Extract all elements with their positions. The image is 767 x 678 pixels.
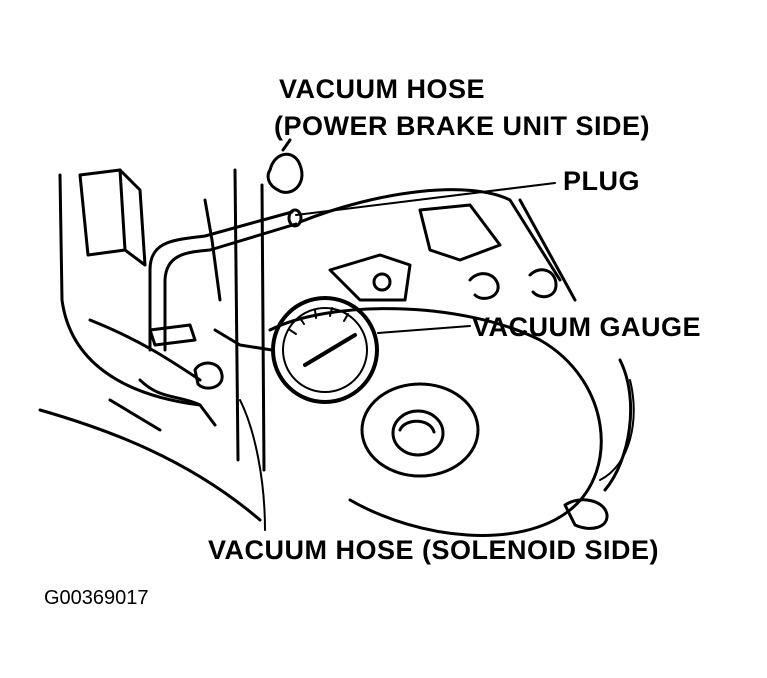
lower-left-hose bbox=[88, 318, 202, 382]
small-bolt bbox=[468, 272, 500, 300]
left-body-outline bbox=[38, 408, 262, 522]
pbu-hose-end-detail bbox=[281, 138, 292, 152]
housing-bracket bbox=[328, 253, 412, 302]
leader-vacuum-gauge bbox=[377, 325, 471, 334]
leader-plug bbox=[295, 182, 556, 216]
housing-top-inner bbox=[418, 203, 502, 262]
left-bracket-side bbox=[118, 168, 147, 267]
bracket-hole bbox=[372, 272, 392, 292]
lower-left-fitting bbox=[148, 323, 197, 347]
plug-cap bbox=[287, 208, 303, 228]
label-vacuum-hose-pbu-line2: (POWER BRAKE UNIT SIDE) bbox=[274, 111, 650, 141]
leader-solenoid bbox=[239, 399, 266, 531]
left-bracket bbox=[78, 168, 127, 257]
left-body-outline-inner bbox=[58, 173, 202, 407]
housing-right-edge bbox=[518, 198, 577, 302]
label-vacuum-gauge: VACUUM GAUGE bbox=[472, 312, 702, 342]
power-brake-hose-edge bbox=[163, 222, 298, 352]
pulley-hub bbox=[398, 419, 436, 434]
label-vacuum-hose-pbu-line1: VACUUM HOSE bbox=[279, 74, 486, 104]
pulley-inner bbox=[391, 409, 445, 457]
label-vacuum-hose-solenoid: VACUUM HOSE (SOLENOID SIDE) bbox=[208, 535, 660, 565]
pbu-hose-end bbox=[266, 152, 304, 194]
small-bolt-2 bbox=[528, 268, 558, 299]
pulley-outer bbox=[360, 382, 480, 478]
vacuum-gauge-hose bbox=[213, 328, 274, 352]
vacuum-gauge-face bbox=[282, 307, 368, 393]
vertical-rod-2 bbox=[260, 183, 266, 472]
vertical-rod-1 bbox=[233, 168, 240, 462]
figure-id: G00369017 bbox=[44, 587, 149, 609]
power-brake-hose bbox=[148, 210, 294, 352]
vacuum-gauge-needle bbox=[303, 333, 357, 367]
lower-bolt bbox=[563, 498, 609, 530]
vertical-rod-3 bbox=[203, 198, 222, 302]
round-housing-right bbox=[603, 358, 633, 492]
label-plug: PLUG bbox=[563, 166, 641, 196]
lower-left-body bbox=[138, 378, 217, 427]
lower-left-nut bbox=[193, 361, 224, 390]
lower-left-pipe bbox=[108, 398, 162, 432]
leader-right-curve bbox=[599, 379, 635, 481]
vacuum-gauge-ticks bbox=[289, 307, 349, 335]
round-housing-outer bbox=[268, 307, 603, 537]
